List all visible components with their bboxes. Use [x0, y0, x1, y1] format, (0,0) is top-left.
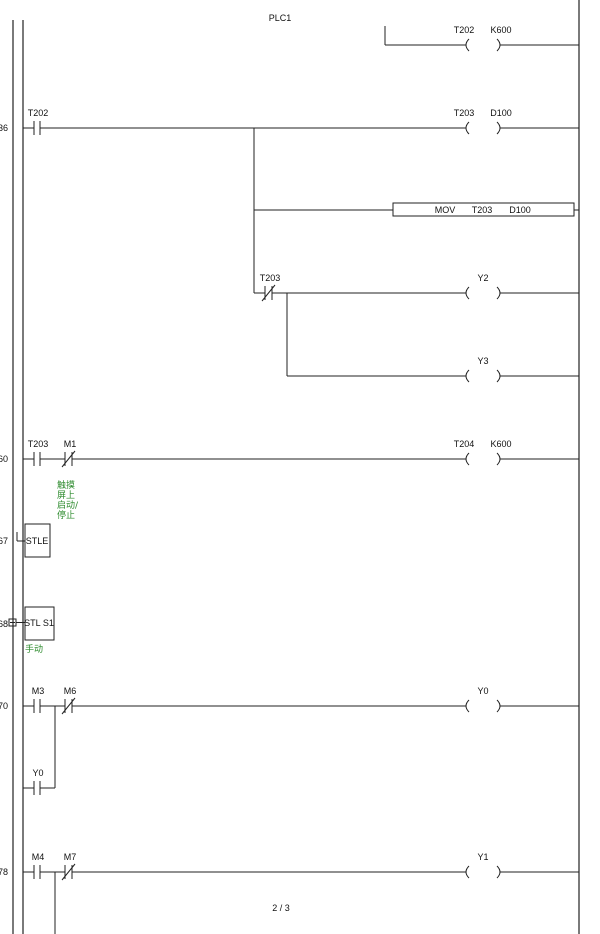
coil-setpoint: K600 — [490, 439, 511, 449]
coil-symbol — [465, 369, 470, 383]
coil-setpoint: D100 — [490, 108, 512, 118]
coil-label: Y1 — [477, 852, 488, 862]
rung-70: M3 M6 Y0 Y0 — [23, 686, 579, 795]
device-comment: 触摸 — [57, 479, 75, 491]
mov-op: MOV — [435, 205, 456, 215]
contact-label: M6 — [64, 686, 77, 696]
step-number: 78 — [0, 867, 8, 877]
coil-symbol — [465, 452, 470, 466]
coil-label: T202 — [454, 25, 475, 35]
coil-symbol — [465, 699, 470, 713]
contact-label: Y0 — [32, 768, 43, 778]
step-number: 70 — [0, 701, 8, 711]
mov-source: T203 — [472, 205, 493, 215]
step-number: 36 — [0, 123, 8, 133]
coil-label: Y0 — [477, 686, 488, 696]
coil-label: T204 — [454, 439, 475, 449]
device-comment: 停止 — [57, 509, 75, 521]
coil-label: T203 — [454, 108, 475, 118]
rung-60: T203 M1 T204 K600 触摸 屏上 启动/ 停止 — [23, 439, 579, 521]
coil-label: Y2 — [477, 273, 488, 283]
device-comment: 启动/ — [57, 499, 79, 511]
coil-symbol — [465, 286, 470, 300]
rung-36: T202 T203 D100 MOV T203 D100 T203 Y2 — [23, 108, 579, 383]
rung-67-stle: STLE — [16, 523, 51, 558]
device-comment: 手动 — [25, 643, 43, 655]
coil-setpoint: K600 — [490, 25, 511, 35]
contact-label: M3 — [32, 686, 45, 696]
page-number: 2 / 3 — [272, 903, 290, 913]
coil-symbol — [465, 865, 470, 879]
coil-symbol — [465, 38, 470, 52]
contact-label: M7 — [64, 852, 77, 862]
step-number: 68 — [0, 619, 8, 629]
coil-symbol — [465, 121, 470, 135]
contact-label: M1 — [64, 439, 77, 449]
step-number: 67 — [0, 536, 8, 546]
contact-label: T203 — [260, 273, 281, 283]
rung-top-timer-t202: T202 K600 — [384, 25, 579, 52]
stl-instruction-box — [24, 606, 55, 641]
rung-68-stl: STL S1 手动 — [8, 606, 55, 655]
contact-label: T203 — [28, 439, 49, 449]
mov-destination: D100 — [509, 205, 531, 215]
rung-78: M4 M7 Y1 — [23, 852, 579, 934]
step-number: 60 — [0, 454, 8, 464]
coil-label: Y3 — [477, 356, 488, 366]
page-title: PLC1 — [269, 13, 292, 23]
stle-instruction-box — [24, 523, 51, 558]
stle-label: STLE — [26, 536, 49, 546]
device-comment: 屏上 — [57, 490, 75, 501]
contact-label: T202 — [28, 108, 49, 118]
stl-label: STL S1 — [24, 618, 54, 628]
contact-label: M4 — [32, 852, 45, 862]
